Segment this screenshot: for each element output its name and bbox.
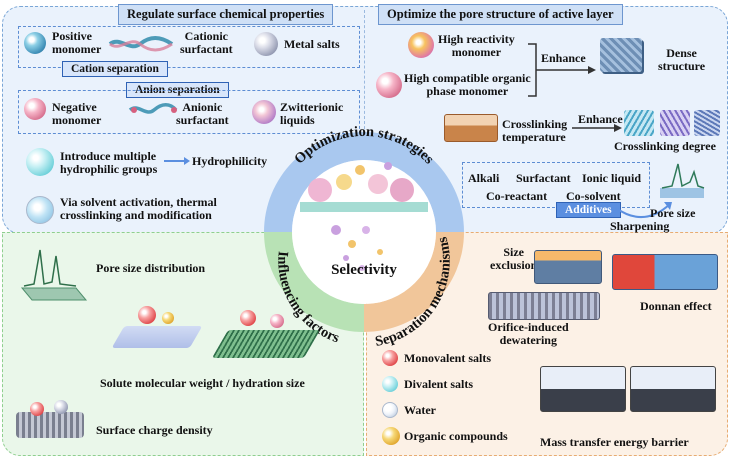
- additive-co-reactant: Co-reactant: [486, 189, 548, 203]
- surface-charge-ion-icon: [30, 402, 44, 416]
- size-exclusion-figure: [534, 250, 602, 284]
- pore-size-label: Pore size: [650, 206, 696, 220]
- size-exclusion-label: Size exclusion: [490, 245, 538, 272]
- pore-structure-header: Optimize the pore structure of active la…: [378, 4, 623, 25]
- negative-monomer-label: Negative monomer: [52, 100, 102, 127]
- charge-ion-icon: [240, 310, 256, 326]
- divalent-salts-icon: [382, 376, 398, 392]
- ring-label-separation: Separation mechanisms: [374, 235, 454, 350]
- dense-structure-icon: [600, 38, 642, 72]
- water-icon: [382, 402, 398, 418]
- enhance-label-2: Enhance: [578, 112, 623, 126]
- orifice-dewatering-label: Orifice-induced dewatering: [488, 320, 569, 347]
- donnan-effect-figure: [612, 254, 718, 290]
- hydrophilicity-arrow-icon: [164, 157, 190, 165]
- pore-size-distribution-figure: [20, 249, 88, 301]
- energy-barrier-label: Mass transfer energy barrier: [540, 435, 689, 449]
- anionic-surfactant-icon: [128, 103, 178, 114]
- pore-size-distribution-icon: [660, 163, 705, 198]
- energy-barrier-figure-2: [630, 366, 716, 412]
- cationic-surfactant-label: Cationic surfactant: [180, 29, 233, 56]
- negative-monomer-icon: [24, 98, 46, 120]
- hydrophilic-groups-label: Introduce multiple hydrophilic groups: [60, 149, 158, 176]
- cation-separation-tag: Cation separation: [62, 61, 168, 77]
- additive-co-solvent: Co-solvent: [566, 189, 621, 203]
- zwitterionic-liquids-icon: [252, 100, 276, 124]
- compatible-monomer-icon: [376, 72, 402, 98]
- crosslinking-temperature-icon: [444, 114, 498, 142]
- positive-monomer-icon: [24, 32, 46, 54]
- donnan-effect-label: Donnan effect: [640, 299, 712, 313]
- solvent-activation-label: Via solvent activation, thermal crosslin…: [60, 195, 217, 222]
- organic-compounds-icon: [382, 427, 400, 445]
- pore-size-distribution-label: Pore size distribution: [96, 261, 206, 275]
- energy-barrier-figure-1: [540, 366, 626, 412]
- anionic-surfactant-label: Anionic surfactant: [176, 100, 229, 127]
- additives-tag: Additives: [556, 202, 621, 218]
- legend-water: Water: [404, 403, 436, 417]
- sharpening-arrow-icon: [615, 202, 672, 219]
- surface-charge-ion-icon-2: [54, 400, 68, 414]
- surface-charge-icon: [16, 412, 84, 438]
- solute-membrane-icon: [111, 326, 203, 348]
- selectivity-title: Selectivity: [331, 262, 397, 278]
- solute-size-label: Solute molecular weight / hydration size: [100, 376, 305, 390]
- hydrophilic-group-icon: [26, 148, 54, 176]
- zwitterionic-liquids-label: Zwitterionic liquids: [280, 100, 344, 127]
- enhance-bracket-icon: [528, 43, 596, 97]
- panel-divider: [364, 10, 365, 230]
- positive-monomer-label: Positive monomer: [52, 29, 102, 56]
- dense-structure-label: Dense structure: [658, 46, 706, 73]
- legend-divalent-salts: Divalent salts: [404, 377, 473, 391]
- sharpening-label: Sharpening: [610, 219, 670, 233]
- enhance-arrow-icon: [572, 124, 622, 132]
- hydrophilicity-label: Hydrophilicity: [192, 154, 268, 168]
- ring-label-optimization: Optimization strategies: [291, 124, 437, 168]
- crosslinking-degree-label: Crosslinking degree: [614, 139, 716, 153]
- crosslinking-temperature-label: Crosslinking temperature: [502, 117, 568, 144]
- cationic-surfactant-icon: [108, 36, 174, 52]
- legend-monovalent-salts: Monovalent salts: [404, 351, 491, 365]
- crosslinking-network-icon-1: [624, 110, 654, 136]
- enhance-label-1: Enhance: [541, 51, 586, 65]
- surface-chemistry-header: Regulate surface chemical properties: [118, 4, 334, 25]
- additive-surfactant: Surfactant: [516, 171, 571, 185]
- monovalent-salts-icon: [382, 350, 398, 366]
- anion-separation-box: [18, 90, 360, 134]
- charge-membrane-icon: [211, 330, 321, 358]
- compatible-monomer-label: High compatible organic phase monomer: [404, 71, 531, 98]
- metal-salts-icon: [254, 32, 278, 56]
- charge-ion-icon-2: [270, 314, 284, 328]
- surface-charge-label: Surface charge density: [96, 423, 213, 437]
- solvent-activation-icon: [26, 196, 54, 224]
- metal-salts-label: Metal salts: [284, 37, 340, 51]
- crosslinking-network-icon-2: [660, 110, 690, 136]
- solute-large-icon: [138, 306, 156, 324]
- additive-ionic-liquid: Ionic liquid: [582, 171, 642, 185]
- crosslinking-network-icon-3: [694, 110, 720, 136]
- orifice-dewatering-figure: [488, 292, 600, 320]
- legend-organic-compounds: Organic compounds: [404, 429, 508, 443]
- solute-small-icon: [162, 312, 174, 324]
- cation-separation-box: [18, 26, 360, 68]
- additive-alkali: Alkali: [468, 171, 500, 185]
- high-reactivity-monomer-icon: [408, 32, 434, 58]
- high-reactivity-monomer-label: High reactivity monomer: [438, 32, 515, 59]
